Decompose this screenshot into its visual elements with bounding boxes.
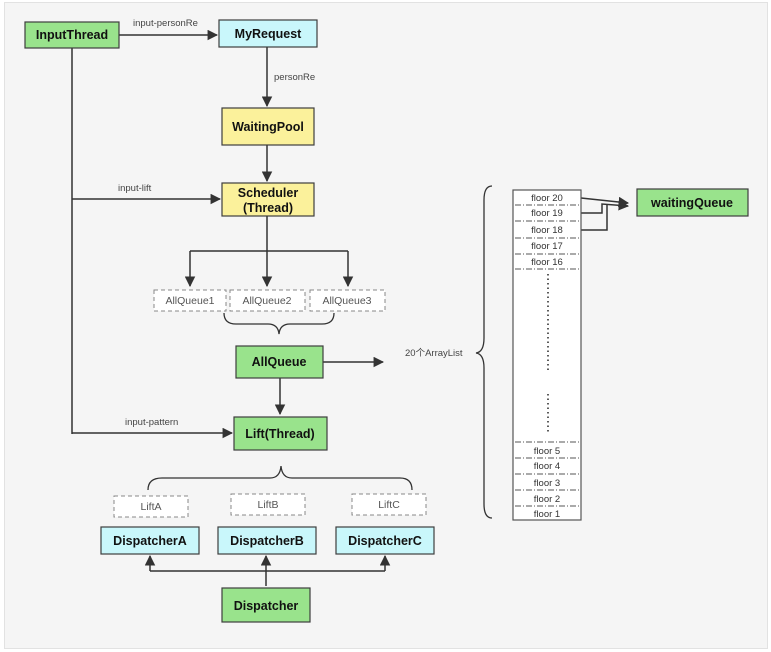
node-all-queue-2-label: AllQueue2 — [242, 295, 291, 307]
node-scheduler-label-line2: (Thread) — [243, 201, 293, 215]
node-dispatcher-c-label: DispatcherC — [348, 534, 422, 548]
node-lift-c-label: LiftC — [378, 499, 400, 511]
node-lift-a-label: LiftA — [140, 501, 161, 513]
node-lift-b[interactable]: LiftB — [230, 493, 306, 516]
node-all-queue-2[interactable]: AllQueue2 — [229, 289, 306, 312]
node-all-queue-1[interactable]: AllQueue1 — [153, 289, 227, 312]
node-input-thread[interactable]: InputThread — [24, 21, 120, 49]
node-dispatcher-c[interactable]: DispatcherC — [335, 526, 435, 555]
node-dispatcher-b-label: DispatcherB — [230, 534, 304, 548]
node-lift-b-label: LiftB — [257, 499, 278, 511]
floor-label-1: floor 1 — [534, 509, 560, 520]
brace-allqueues — [223, 312, 335, 335]
node-lift-c[interactable]: LiftC — [351, 493, 427, 516]
floor-label-2: floor 2 — [534, 494, 560, 505]
edge-label-input-personre: input-personRe — [133, 18, 198, 29]
floor-label-5: floor 5 — [534, 446, 560, 457]
node-all-queue-label: AllQueue — [252, 355, 307, 369]
node-my-request[interactable]: MyRequest — [218, 19, 318, 48]
node-all-queue-1-label: AllQueue1 — [165, 295, 214, 307]
node-dispatcher[interactable]: Dispatcher — [221, 587, 311, 623]
edge-label-input-lift: input-lift — [118, 183, 152, 194]
edge-floor18-to-waitingqueue — [581, 205, 608, 231]
node-dispatcher-a-label: DispatcherA — [113, 534, 187, 548]
floor-array-column: floor 20 floor 19 floor 18 floor 17 floo… — [512, 189, 582, 521]
node-scheduler[interactable]: Scheduler (Thread) — [221, 182, 315, 217]
floor-label-3: floor 3 — [534, 478, 560, 489]
node-scheduler-label-line1: Scheduler — [238, 186, 299, 200]
node-my-request-label: MyRequest — [235, 27, 303, 41]
node-dispatcher-label: Dispatcher — [234, 599, 299, 613]
node-all-queue-3[interactable]: AllQueue3 — [309, 289, 386, 312]
node-waiting-pool[interactable]: WaitingPool — [221, 107, 315, 146]
edge-label-personre: personRe — [274, 72, 315, 83]
node-lift-thread[interactable]: Lift(Thread) — [233, 416, 328, 451]
node-waiting-queue[interactable]: waitingQueue — [636, 188, 749, 217]
node-waiting-queue-label: waitingQueue — [650, 196, 733, 210]
node-input-thread-label: InputThread — [36, 28, 108, 42]
floor-label-16: floor 16 — [531, 257, 563, 268]
node-lift-thread-label: Lift(Thread) — [245, 427, 314, 441]
floor-label-4: floor 4 — [534, 461, 560, 472]
node-all-queue-3-label: AllQueue3 — [322, 295, 371, 307]
brace-arraylist — [475, 185, 493, 519]
node-lift-a[interactable]: LiftA — [113, 495, 189, 518]
floor-label-18: floor 18 — [531, 225, 563, 236]
edge-label-input-pattern: input-pattern — [125, 417, 178, 428]
node-all-queue[interactable]: AllQueue — [235, 345, 324, 379]
node-waiting-pool-label: WaitingPool — [232, 120, 304, 134]
edge-floor20-to-waitingqueue — [580, 196, 630, 208]
node-dispatcher-b[interactable]: DispatcherB — [217, 526, 317, 555]
node-dispatcher-a[interactable]: DispatcherA — [100, 526, 200, 555]
floor-label-20: floor 20 — [531, 193, 563, 204]
edge-label-arraylist: 20个ArrayList — [405, 348, 463, 359]
floor-label-17: floor 17 — [531, 241, 563, 252]
edge-floor19-to-waitingqueue — [581, 200, 630, 214]
brace-lifts — [147, 465, 413, 491]
floor-label-19: floor 19 — [531, 208, 563, 219]
